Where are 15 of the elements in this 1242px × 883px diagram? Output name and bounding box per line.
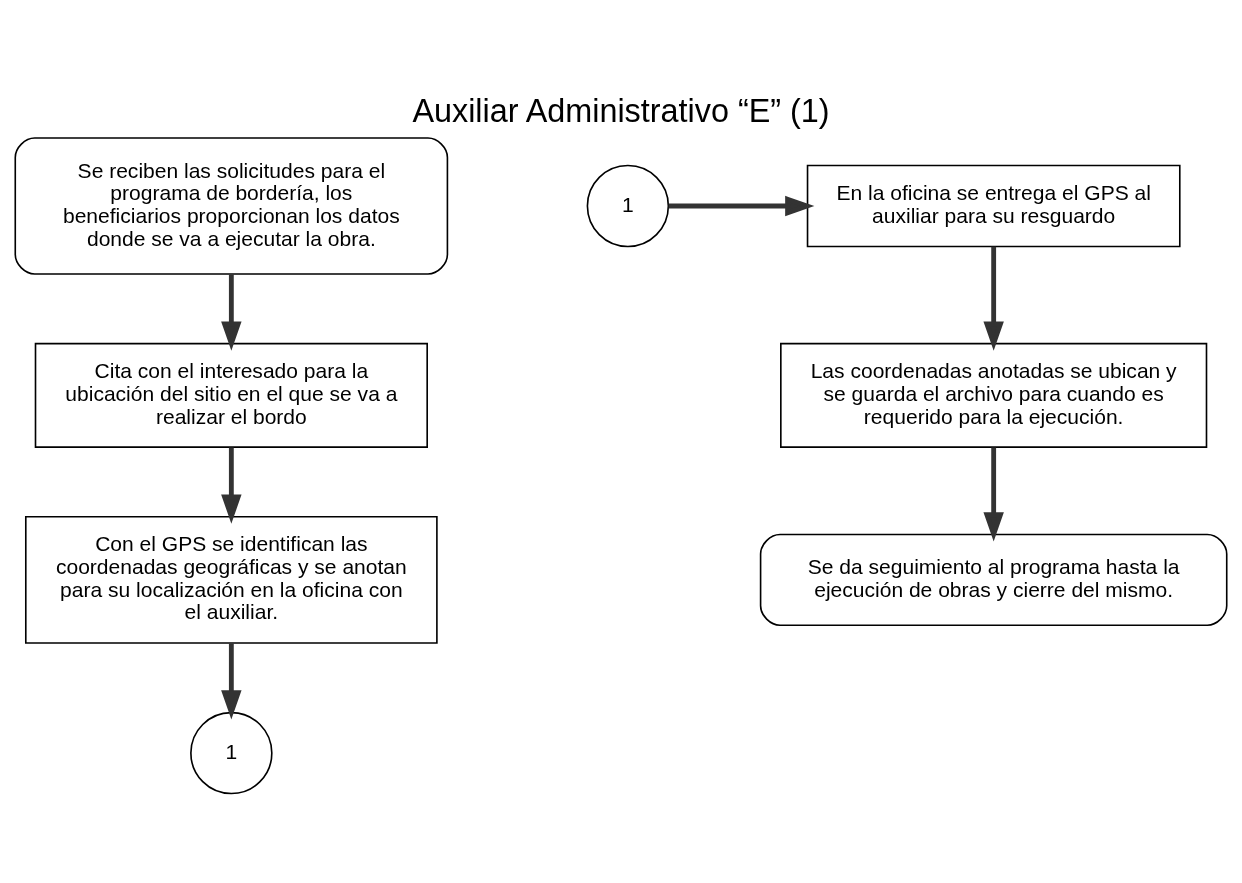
arrow [221,643,242,720]
node-box: Se da seguimiento al programa hasta la ejecución de obras y cierre del mismo. [759,533,1228,626]
arrow [983,246,1004,351]
arrow [221,447,242,524]
arrow [983,447,1004,542]
arrow [221,274,242,351]
node-box: Con el GPS se identifican las coordenadas geográficas y se anotan para su localización en la oficina con el auxiliar. [25,515,438,644]
node-box: Cita con el interesado para la ubicación del sitio en el que se va a realizar el bordo [34,342,428,448]
node-box: Las coordenadas anotadas se ubican y se guarda el archivo para cuando es requerido para la ejecución. [780,342,1208,448]
arrow [668,195,815,217]
node-circle: 1 [190,711,273,795]
node-box: Se reciben las solicitudes para el programa de bordería, los beneficiarios proporcionan los datos donde se va a ejecutar la obra. [14,137,449,275]
node-circle: 1 [586,164,670,248]
diagram-title: Auxiliar Administrativo “E” (1) [412,92,830,129]
node-box: En la oficina se entrega el GPS al auxiliar para su resguardo [806,164,1181,248]
